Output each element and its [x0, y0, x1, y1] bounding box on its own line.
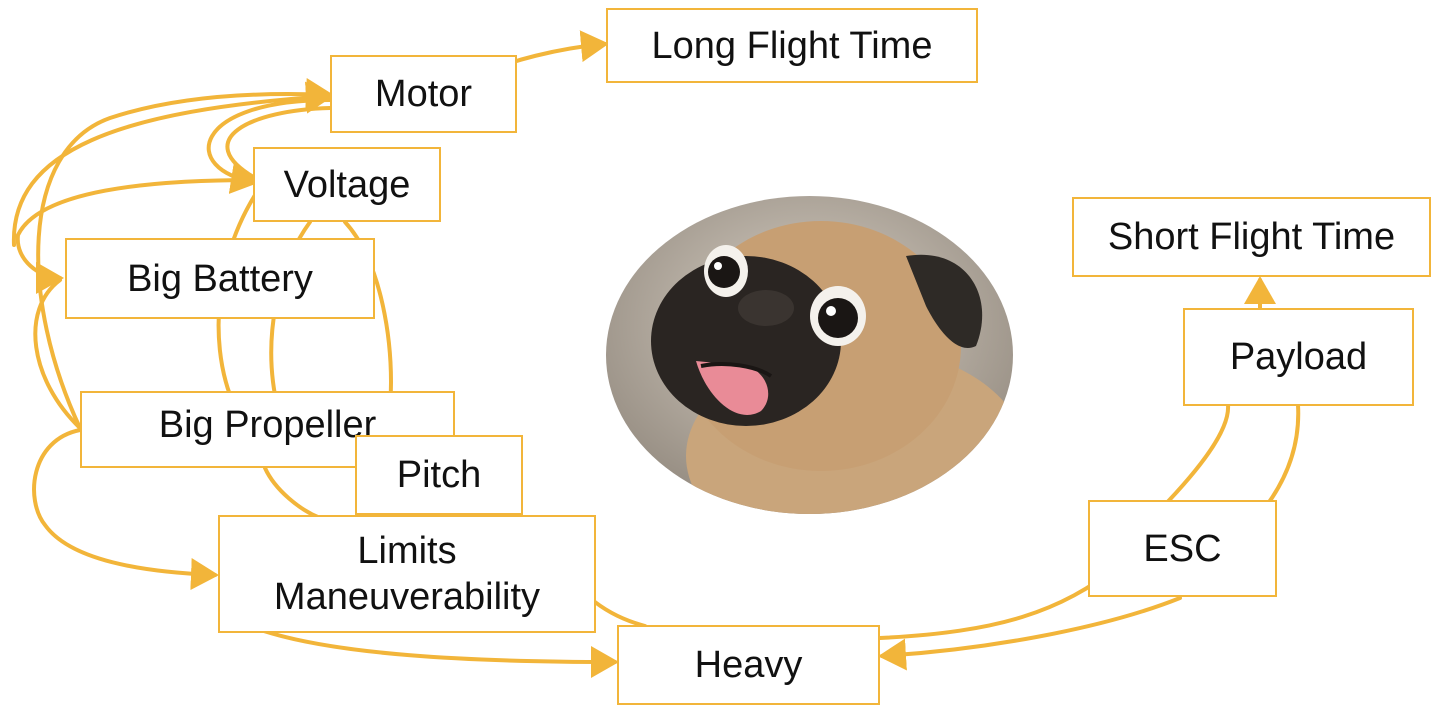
- node-label: ESC: [1143, 527, 1222, 570]
- node-label: Big Propeller: [158, 403, 377, 446]
- pug-image: [606, 196, 1013, 514]
- arrow-voltage-down-c: [343, 220, 393, 412]
- node-limits-maneuverability: Limits Maneuverability: [218, 515, 596, 633]
- node-label: Long Flight Time: [651, 24, 933, 67]
- node-esc: ESC: [1088, 500, 1277, 597]
- node-label: Motor: [374, 73, 473, 115]
- node-label: Pitch: [396, 454, 482, 496]
- arrow-voltage-to-battery: [15, 178, 257, 294]
- node-heavy: Heavy: [617, 625, 880, 705]
- node-label: Voltage: [283, 163, 411, 206]
- arrow-battery-to-motor: [11, 81, 334, 247]
- arrow-propeller-to-heavy-lower: [263, 466, 322, 520]
- pug-photo: [606, 196, 1013, 514]
- node-voltage: Voltage: [253, 147, 441, 222]
- node-label: Payload: [1229, 336, 1368, 378]
- arrow-motor-to-voltage: [206, 98, 332, 194]
- arrow-propeller-to-limits: [32, 428, 219, 591]
- node-short-flight-time: Short Flight Time: [1072, 197, 1431, 277]
- arrow-limits-to-heavy-b: [588, 596, 647, 628]
- node-pitch: Pitch: [355, 435, 523, 515]
- node-label: Big Battery: [127, 257, 313, 300]
- node-label-line2: Maneuverability: [273, 576, 541, 618]
- arrow-limits-to-heavy: [253, 626, 619, 678]
- arrow-esc-to-heavy: [878, 596, 1182, 671]
- node-label: Heavy: [694, 644, 803, 686]
- node-motor: Motor: [330, 55, 517, 133]
- node-label-line1: Limits: [357, 530, 457, 572]
- node-label: Short Flight Time: [1107, 216, 1396, 258]
- node-payload: Payload: [1183, 308, 1414, 406]
- arrow-propeller-to-motor: [36, 77, 334, 430]
- arrow-voltage-loop-a: [225, 106, 332, 180]
- node-big-battery: Big Battery: [65, 238, 375, 319]
- node-long-flight-time: Long Flight Time: [606, 8, 978, 83]
